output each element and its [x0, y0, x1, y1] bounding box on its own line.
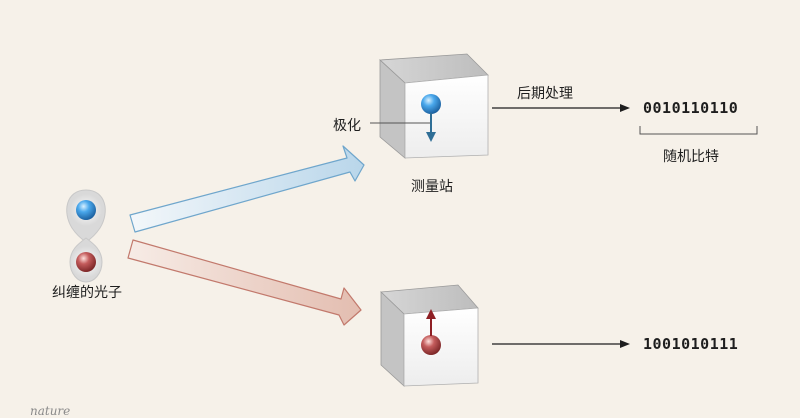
- red-photon: [76, 252, 96, 272]
- measurement-station-label: 测量站: [411, 179, 453, 195]
- blue-photon: [76, 200, 96, 220]
- bottom-output-bits: 1001010111: [643, 335, 739, 353]
- post-processing-label: 后期处理: [517, 86, 573, 102]
- nature-credit-logo: nature: [30, 404, 71, 418]
- entangled-photons-label: 纠缠的光子: [52, 285, 122, 301]
- polarization-label: 极化: [333, 118, 361, 134]
- bottom-output-arrow: [492, 340, 630, 348]
- entangled-photons-icon: [66, 189, 106, 283]
- blue-beam-arrow: [129, 145, 365, 233]
- bottom-cube-red-photon: [421, 335, 441, 355]
- measurement-cube-icon: [379, 53, 489, 159]
- top-cube-blue-photon: [421, 94, 441, 114]
- random-bits-label: 随机比特: [663, 149, 719, 165]
- top-output-bits: 0010110110: [643, 99, 739, 117]
- red-beam-arrow: [127, 239, 362, 326]
- top-output-arrow: [492, 104, 630, 112]
- random-bits-bracket: [639, 126, 758, 135]
- measurement-cube-icon: [380, 284, 479, 387]
